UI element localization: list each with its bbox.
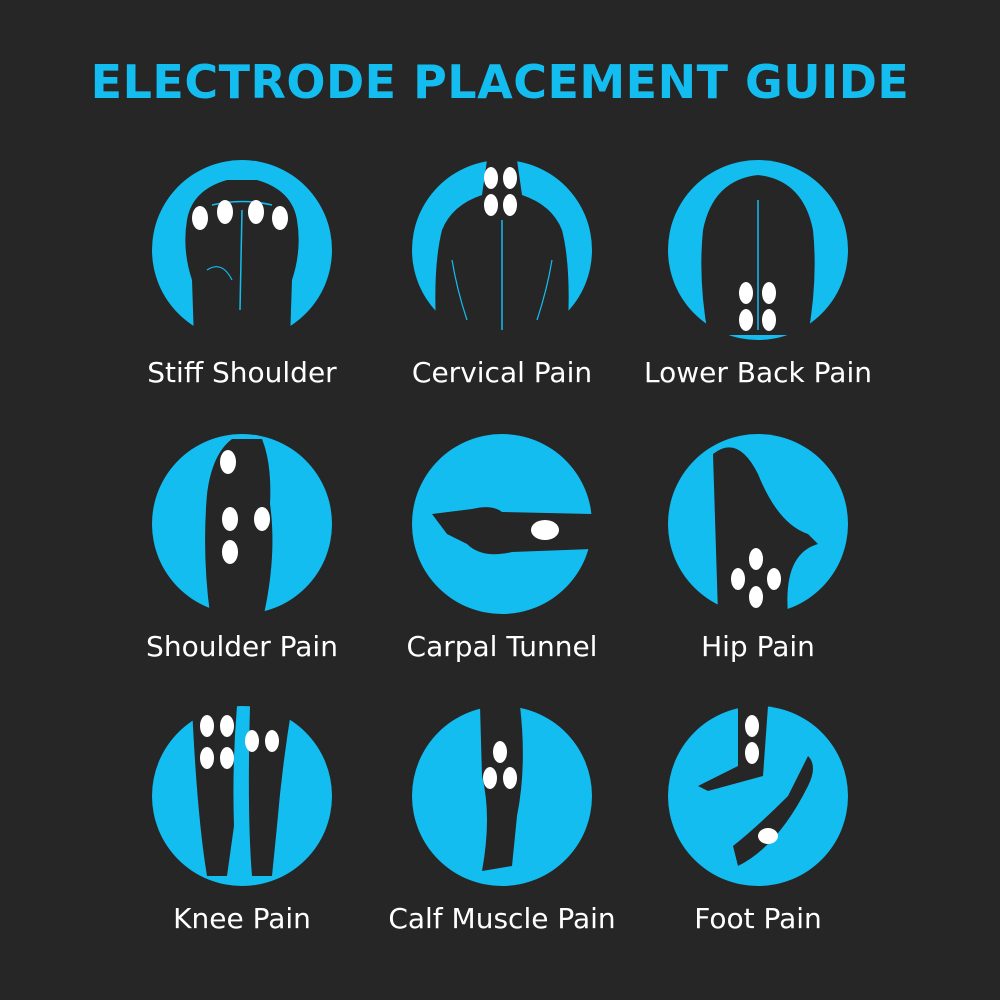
page-title: ELECTRODE PLACEMENT GUIDE [90,55,910,109]
label-stiff-shoulder: Stiff Shoulder [147,356,337,389]
label-cervical-pain: Cervical Pain [411,356,593,389]
upper-back-icon [152,160,332,340]
hand-wrist-icon [412,434,592,614]
label-knee-pain: Knee Pain [173,902,311,935]
label-shoulder-pain: Shoulder Pain [146,630,338,663]
label-foot-pain: Foot Pain [694,902,822,935]
label-hip-pain: Hip Pain [701,630,815,663]
label-lower-back-pain: Lower Back Pain [644,356,872,389]
side-shoulder-icon [152,434,332,614]
neck-back-icon [412,160,592,340]
lower-back-icon [668,160,848,340]
knees-icon [152,706,332,886]
label-carpal-tunnel: Carpal Tunnel [406,630,598,663]
calf-icon [412,706,592,886]
hip-icon [668,434,848,614]
foot-icon [668,706,848,886]
label-calf-muscle-pain: Calf Muscle Pain [388,902,616,935]
